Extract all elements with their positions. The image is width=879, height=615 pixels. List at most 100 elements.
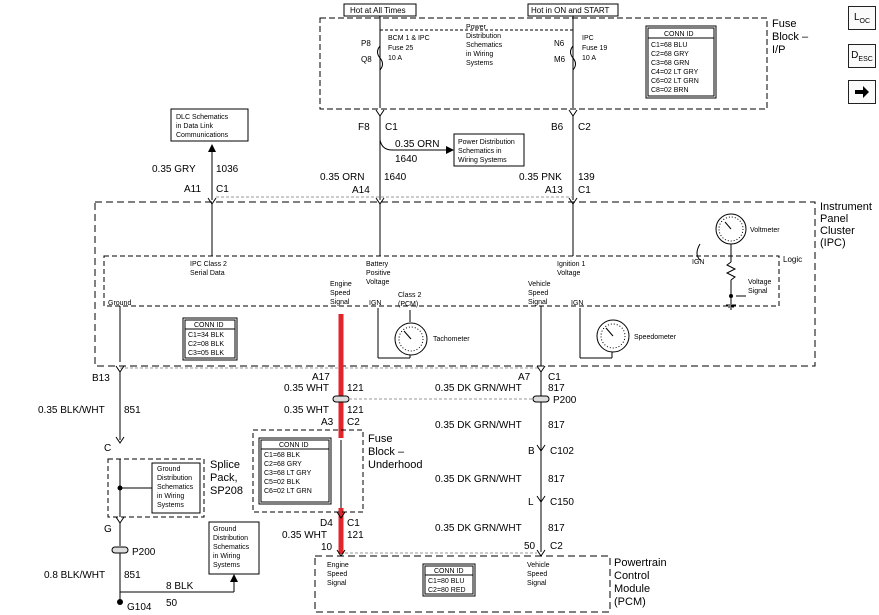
fuse-block-ip-title: Fuse Block – I/P <box>772 18 809 56</box>
svg-text:Signal: Signal <box>330 299 350 306</box>
ipc-title: Instrument Panel Cluster (IPC) <box>820 201 872 249</box>
b6-connector: B6 C2 <box>551 109 591 133</box>
svg-text:0.35 DK GRN/WHT: 0.35 DK GRN/WHT <box>435 474 522 485</box>
svg-text:Ignition 1: Ignition 1 <box>557 261 586 268</box>
svg-text:C1=68 BLU: C1=68 BLU <box>651 42 687 49</box>
svg-text:Cluster: Cluster <box>820 225 855 237</box>
svg-text:IPC: IPC <box>582 35 594 42</box>
svg-text:Module: Module <box>614 583 650 595</box>
svg-text:F8: F8 <box>358 122 370 133</box>
svg-text:Speed: Speed <box>527 571 547 578</box>
svg-text:0.35 ORN: 0.35 ORN <box>395 139 439 150</box>
svg-text:B13: B13 <box>92 373 110 384</box>
svg-text:0.35 ORN: 0.35 ORN <box>320 172 364 183</box>
svg-text:Engine: Engine <box>327 562 349 569</box>
svg-text:1036: 1036 <box>216 164 239 175</box>
hot-on-start-label: Hot in ON and START <box>531 6 610 15</box>
svg-text:Signal: Signal <box>327 580 347 587</box>
svg-text:CONN ID: CONN ID <box>194 322 224 329</box>
description-button[interactable]: DESC <box>848 44 876 68</box>
svg-text:817: 817 <box>548 383 565 394</box>
svg-text:C2: C2 <box>578 122 591 133</box>
engine-speed-labels: A17 0.35 WHT 121 0.35 WHT 121 A3 C2 <box>284 372 533 428</box>
svg-text:C2=68 GRY: C2=68 GRY <box>264 461 302 468</box>
vehicle-speed-wire: A7 C1 0.35 DK GRN/WHT 817 P200 0.35 DK G… <box>435 372 577 557</box>
svg-text:0.35 DK GRN/WHT: 0.35 DK GRN/WHT <box>435 383 522 394</box>
arrow-right-icon <box>855 86 869 98</box>
svg-text:817: 817 <box>548 420 565 431</box>
svg-text:Q8: Q8 <box>361 55 372 64</box>
svg-text:Underhood: Underhood <box>368 459 422 471</box>
svg-text:CONN ID: CONN ID <box>279 442 309 449</box>
svg-text:817: 817 <box>548 523 565 534</box>
svg-text:Pack,: Pack, <box>210 472 238 484</box>
d4-connector: D4 C1 0.35 WHT 121 10 <box>282 511 364 557</box>
svg-text:10 A: 10 A <box>388 55 402 62</box>
svg-text:C4=02 LT GRY: C4=02 LT GRY <box>651 69 699 76</box>
svg-text:G: G <box>104 524 112 535</box>
svg-text:0.35 WHT: 0.35 WHT <box>284 405 329 416</box>
svg-text:CONN ID: CONN ID <box>664 31 694 38</box>
svg-text:851: 851 <box>124 405 141 416</box>
svg-text:P8: P8 <box>361 39 371 48</box>
svg-text:Tachometer: Tachometer <box>433 336 470 343</box>
svg-text:DLC Schematics: DLC Schematics <box>176 114 229 121</box>
svg-text:C2=68 GRY: C2=68 GRY <box>651 51 689 58</box>
svg-text:Signal: Signal <box>527 580 547 587</box>
svg-text:D4: D4 <box>320 518 333 529</box>
svg-text:in Wiring: in Wiring <box>213 553 240 560</box>
svg-text:in Wiring: in Wiring <box>157 493 184 500</box>
svg-text:IGN: IGN <box>692 259 704 266</box>
ipc-ground: Ground <box>108 300 131 362</box>
svg-text:Block –: Block – <box>368 446 405 458</box>
svg-text:C1: C1 <box>347 518 360 529</box>
svg-text:Speed: Speed <box>327 571 347 578</box>
svg-text:Distribution: Distribution <box>213 535 248 542</box>
svg-text:Power Distribution: Power Distribution <box>458 139 515 146</box>
ipc-inputs: IPC Class 2 Serial Data Battery Positive… <box>190 261 586 286</box>
ipc-engine-speed: Engine Speed Signal <box>330 281 352 306</box>
svg-text:0.35 BLK/WHT: 0.35 BLK/WHT <box>38 405 105 416</box>
svg-text:C2: C2 <box>347 417 360 428</box>
svg-text:Class 2: Class 2 <box>398 292 421 299</box>
svg-text:Engine: Engine <box>330 281 352 288</box>
splice-pack-sp208: Ground Distribution Schematics in Wiring… <box>104 458 243 546</box>
svg-text:Instrument: Instrument <box>820 201 872 213</box>
svg-text:Panel: Panel <box>820 213 848 225</box>
svg-text:851: 851 <box>124 570 141 581</box>
svg-text:Communications: Communications <box>176 132 229 139</box>
svg-text:0.35 DK GRN/WHT: 0.35 DK GRN/WHT <box>435 420 522 431</box>
svg-text:C1: C1 <box>548 372 561 383</box>
next-page-button[interactable] <box>848 80 876 104</box>
svg-text:(PCM): (PCM) <box>398 301 418 308</box>
svg-text:C2=08 BLK: C2=08 BLK <box>188 341 224 348</box>
svg-text:Positive: Positive <box>366 270 391 277</box>
svg-text:Schematics: Schematics <box>466 42 503 49</box>
location-button[interactable]: LOC <box>848 6 876 30</box>
svg-text:Speed: Speed <box>528 290 548 297</box>
svg-text:Systems: Systems <box>213 562 240 569</box>
svg-text:C150: C150 <box>550 497 574 508</box>
svg-text:817: 817 <box>548 474 565 485</box>
svg-text:Speedometer: Speedometer <box>634 334 677 341</box>
svg-text:C8=02 BRN: C8=02 BRN <box>651 87 689 94</box>
svg-text:10: 10 <box>321 542 333 553</box>
svg-text:Systems: Systems <box>466 60 493 67</box>
p200-lower: P200 0.8 BLK/WHT 851 <box>44 546 156 600</box>
svg-text:Fuse 19: Fuse 19 <box>582 45 607 52</box>
svg-text:A7: A7 <box>518 372 531 383</box>
svg-text:B6: B6 <box>551 122 564 133</box>
svg-text:G104: G104 <box>127 602 152 613</box>
svg-text:Distribution: Distribution <box>157 475 192 482</box>
svg-text:0.35 WHT: 0.35 WHT <box>284 383 329 394</box>
svg-text:CONN ID: CONN ID <box>434 568 464 575</box>
svg-text:C1: C1 <box>216 184 229 195</box>
svg-text:Fuse: Fuse <box>772 18 796 30</box>
svg-text:Voltage: Voltage <box>748 279 771 286</box>
svg-text:Power: Power <box>466 24 487 31</box>
svg-text:139: 139 <box>578 172 595 183</box>
fuse-block-ip-conn-id: CONN ID C1=68 BLU C2=68 GRY C3=68 GRN C4… <box>645 25 717 99</box>
svg-text:Voltage: Voltage <box>366 279 389 286</box>
svg-text:A3: A3 <box>321 417 334 428</box>
